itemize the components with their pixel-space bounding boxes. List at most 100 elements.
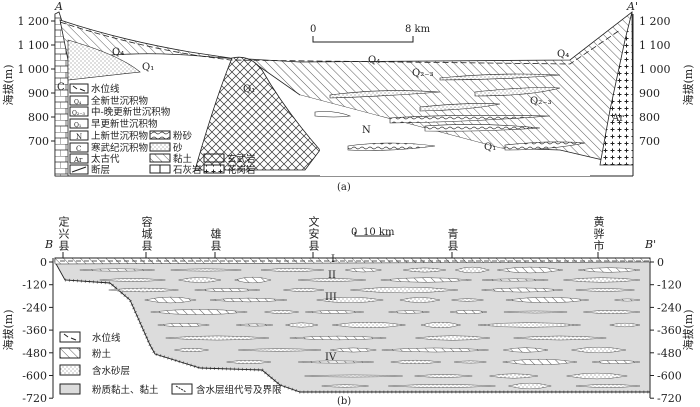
aquifer-lens [414, 374, 473, 378]
a-y-axis-label-right: 海拔(m) [681, 64, 695, 105]
unit-label: Ar [611, 113, 624, 124]
aquifer-lens [233, 276, 272, 284]
unit-label: C [57, 82, 65, 93]
aquifer-lens [284, 322, 319, 328]
aquifer-lens [390, 359, 441, 365]
a-y-tick: 900 [28, 87, 49, 100]
aquifer-lens [194, 288, 260, 292]
aquifer-lens [283, 288, 324, 292]
aquifer-group-label: III [325, 292, 337, 303]
aquifer-lens [289, 335, 387, 341]
sand-lens [474, 87, 561, 97]
scale-bar-a [312, 36, 414, 43]
aquifer-lens [575, 288, 635, 292]
b-y-tick-right: -120 [657, 279, 682, 292]
caption-a: (a) [337, 182, 351, 193]
b-y-axis-label-right: 海拔(m) [681, 309, 695, 350]
aquifer-lens [609, 322, 641, 328]
unit-label: Q₄ [112, 47, 124, 58]
aquifer-lens [451, 298, 484, 302]
b-y-axis-label: 海拔(m) [1, 309, 15, 350]
aquifer-lens [420, 322, 462, 328]
silt-lens [504, 141, 586, 151]
svg-text:含水砂层: 含水砂层 [92, 365, 130, 377]
scale-start: 0 [310, 24, 316, 35]
legend-item-sand: 砂 [149, 142, 183, 154]
svg-text:黏土: 黏土 [173, 153, 193, 165]
aquifer-lens [174, 348, 209, 352]
aquifer-lens [571, 346, 626, 354]
silt-lens [424, 124, 541, 132]
aquifer-lens [330, 347, 377, 353]
aquifer-lens [454, 360, 487, 364]
b-y-tick-right: -240 [657, 301, 682, 314]
town-label-wenan: 文安县 [307, 216, 320, 252]
aquifer-lens [381, 347, 489, 353]
section-b-end: B' [644, 238, 656, 251]
town-label-qingxian: 青县 [446, 228, 459, 252]
a-y-tick: 1 000 [18, 63, 50, 76]
legend-item-granite: 花岗岩 [203, 164, 256, 176]
b-y-tick: -360 [22, 324, 47, 337]
aquifer-lens [505, 297, 589, 303]
aquifer-lens [454, 266, 490, 274]
svg-text:花岗岩: 花岗岩 [227, 164, 256, 176]
aquifer-lens [264, 310, 299, 314]
caption-b: (b) [337, 396, 351, 407]
aquifer-lens [481, 287, 563, 293]
panel-a: 1 200 1 100 1 000 900 800 700 1 200 1 10… [1, 0, 695, 193]
svg-text:石灰岩: 石灰岩 [173, 164, 202, 176]
water-level-line [59, 21, 621, 65]
unit-label: Q₄ [368, 55, 380, 66]
svg-text:N: N [76, 133, 82, 141]
aquifer-lens [489, 373, 538, 379]
aquifer-lens [503, 347, 549, 353]
aquifer-lens [380, 277, 472, 283]
b-y-tick: -720 [22, 392, 47, 405]
scale-start: 0 [351, 227, 357, 238]
silt-lens [347, 142, 436, 151]
aquifer-lens [79, 268, 155, 272]
a-y-axis-label: 海拔(m) [1, 64, 15, 105]
water-level-icon [72, 85, 86, 92]
legend-item-silt: 粉砂 [149, 130, 193, 142]
svg-text:Q₄: Q₄ [74, 99, 82, 106]
aquifer-lens [503, 310, 568, 314]
town-label-rongcheng: 容城县 [140, 216, 153, 252]
svg-text:太古代: 太古代 [91, 153, 120, 165]
aquifer-lens [236, 323, 273, 327]
svg-text:中-晚更新世沉积物: 中-晚更新世沉积物 [91, 106, 171, 118]
b-y-tick: -480 [22, 347, 47, 360]
unit-label: Q₄ [557, 49, 569, 60]
svg-text:砂: 砂 [173, 142, 183, 154]
legend-item-silt: 粉土 [59, 347, 112, 360]
aquifer-lenses [79, 266, 641, 390]
legend-item-clay: 黏土 [149, 153, 193, 165]
svg-text:Q₂₋₃: Q₂₋₃ [72, 110, 85, 117]
b-y-tick: 0 [40, 256, 47, 269]
aquifer-lens [305, 310, 364, 314]
aquifer-lens [99, 278, 166, 282]
a-y-tick-right: 1 200 [639, 15, 671, 28]
a-left-ticks [51, 20, 55, 142]
b-y-tick: -120 [22, 279, 47, 292]
a-y-tick-right: 700 [639, 135, 660, 148]
town-label-xiongxian: 雄县 [209, 228, 222, 252]
aquifer-lens [165, 335, 269, 341]
svg-text:粉土: 粉土 [92, 348, 112, 360]
svg-text:水位线: 水位线 [91, 83, 120, 95]
town-label-huanghua: 黄骅市 [592, 216, 605, 252]
legend-b: 水位线 粉土 含水砂层 粉质黏土、黏土 含水层组代号及界限 [59, 331, 282, 396]
aquifer-lens [592, 360, 641, 364]
svg-text:含水层组代号及界限: 含水层组代号及界限 [196, 384, 282, 396]
aquifer-boundary-icon [175, 385, 187, 393]
aquifer-lens [298, 360, 374, 364]
svg-text:玄武岩: 玄武岩 [227, 153, 256, 165]
aquifer-lens [150, 309, 248, 315]
scale-bar-b [354, 232, 391, 237]
neogene-body [300, 95, 590, 176]
